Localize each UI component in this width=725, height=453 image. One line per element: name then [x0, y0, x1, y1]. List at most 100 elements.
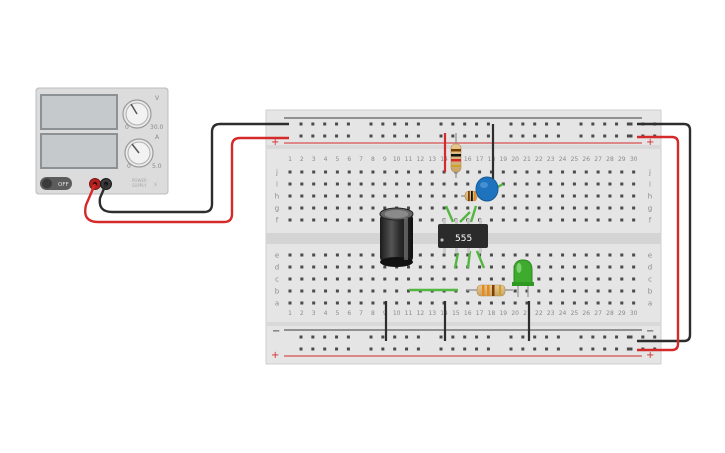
- hole[interactable]: [525, 253, 529, 257]
- hole[interactable]: [478, 301, 482, 305]
- hole[interactable]: [596, 253, 600, 257]
- hole[interactable]: [346, 122, 350, 126]
- hole[interactable]: [405, 122, 409, 126]
- hole[interactable]: [591, 347, 595, 351]
- hole[interactable]: [346, 347, 350, 351]
- hole[interactable]: [416, 134, 420, 138]
- hole[interactable]: [418, 265, 422, 269]
- hole[interactable]: [466, 253, 470, 257]
- hole[interactable]: [407, 277, 410, 281]
- hole[interactable]: [556, 347, 560, 351]
- hole[interactable]: [381, 347, 385, 351]
- hole[interactable]: [626, 347, 630, 351]
- hole[interactable]: [537, 289, 541, 293]
- hole[interactable]: [641, 335, 645, 339]
- hole[interactable]: [501, 206, 505, 210]
- hole[interactable]: [632, 301, 636, 305]
- hole[interactable]: [521, 122, 525, 126]
- hole[interactable]: [395, 301, 399, 305]
- hole[interactable]: [608, 206, 612, 210]
- hole[interactable]: [561, 170, 565, 174]
- hole[interactable]: [466, 170, 470, 174]
- hole[interactable]: [347, 253, 351, 257]
- hole[interactable]: [466, 289, 470, 293]
- hole[interactable]: [395, 170, 399, 174]
- hole[interactable]: [430, 265, 434, 269]
- resistor-horizontal[interactable]: [467, 284, 513, 297]
- hole[interactable]: [299, 134, 303, 138]
- hole[interactable]: [324, 277, 328, 281]
- hole[interactable]: [288, 194, 292, 198]
- power-switch[interactable]: OFF: [40, 177, 72, 190]
- hole[interactable]: [561, 301, 565, 305]
- hole[interactable]: [509, 335, 513, 339]
- hole[interactable]: [629, 347, 633, 351]
- hole[interactable]: [632, 253, 636, 257]
- hole[interactable]: [442, 194, 446, 198]
- hole[interactable]: [439, 347, 443, 351]
- hole[interactable]: [383, 301, 387, 305]
- hole[interactable]: [405, 335, 409, 339]
- hole[interactable]: [371, 170, 375, 174]
- hole[interactable]: [371, 206, 375, 210]
- hole[interactable]: [513, 182, 517, 186]
- hole[interactable]: [475, 335, 479, 339]
- hole[interactable]: [381, 122, 385, 126]
- hole[interactable]: [300, 289, 304, 293]
- hole[interactable]: [603, 347, 607, 351]
- hole[interactable]: [371, 301, 375, 305]
- hole[interactable]: [596, 182, 600, 186]
- hole[interactable]: [346, 134, 350, 138]
- hole[interactable]: [439, 134, 443, 138]
- hole[interactable]: [335, 301, 339, 305]
- hole[interactable]: [629, 122, 633, 126]
- hole[interactable]: [537, 170, 541, 174]
- hole[interactable]: [653, 335, 657, 339]
- hole[interactable]: [513, 301, 517, 305]
- hole[interactable]: [335, 134, 339, 138]
- hole[interactable]: [369, 134, 373, 138]
- hole[interactable]: [549, 253, 553, 257]
- hole[interactable]: [311, 122, 315, 126]
- hole[interactable]: [324, 182, 328, 186]
- hole[interactable]: [489, 218, 493, 222]
- right-black-rail-wire[interactable]: [637, 122, 692, 343]
- hole[interactable]: [584, 182, 588, 186]
- hole[interactable]: [596, 206, 600, 210]
- hole[interactable]: [561, 277, 565, 281]
- hole[interactable]: [288, 277, 292, 281]
- hole[interactable]: [620, 289, 624, 293]
- hole[interactable]: [466, 277, 470, 281]
- hole[interactable]: [383, 170, 387, 174]
- hole[interactable]: [509, 134, 513, 138]
- hole[interactable]: [591, 335, 595, 339]
- hole[interactable]: [359, 182, 363, 186]
- hole[interactable]: [324, 218, 328, 222]
- hole[interactable]: [501, 170, 505, 174]
- breadboard-holes[interactable]: [288, 122, 657, 351]
- hole[interactable]: [632, 194, 636, 198]
- hole[interactable]: [608, 182, 612, 186]
- hole[interactable]: [393, 134, 397, 138]
- hole[interactable]: [572, 277, 576, 281]
- hole[interactable]: [561, 194, 565, 198]
- hole[interactable]: [418, 170, 422, 174]
- hole[interactable]: [608, 218, 612, 222]
- hole[interactable]: [347, 265, 351, 269]
- hole[interactable]: [549, 265, 553, 269]
- hole[interactable]: [395, 289, 399, 293]
- hole[interactable]: [288, 170, 292, 174]
- hole[interactable]: [359, 194, 363, 198]
- hole[interactable]: [324, 253, 328, 257]
- breadboard[interactable]: + + − − + + 1122334455667788991010111112…: [265, 109, 662, 365]
- hole[interactable]: [545, 134, 549, 138]
- hole[interactable]: [478, 170, 482, 174]
- hole[interactable]: [475, 122, 479, 126]
- hole[interactable]: [596, 218, 600, 222]
- hole[interactable]: [430, 277, 434, 281]
- hole[interactable]: [454, 182, 458, 186]
- hole[interactable]: [405, 134, 409, 138]
- hole[interactable]: [347, 218, 351, 222]
- hole[interactable]: [620, 253, 624, 257]
- voltage-knob[interactable]: [122, 99, 152, 129]
